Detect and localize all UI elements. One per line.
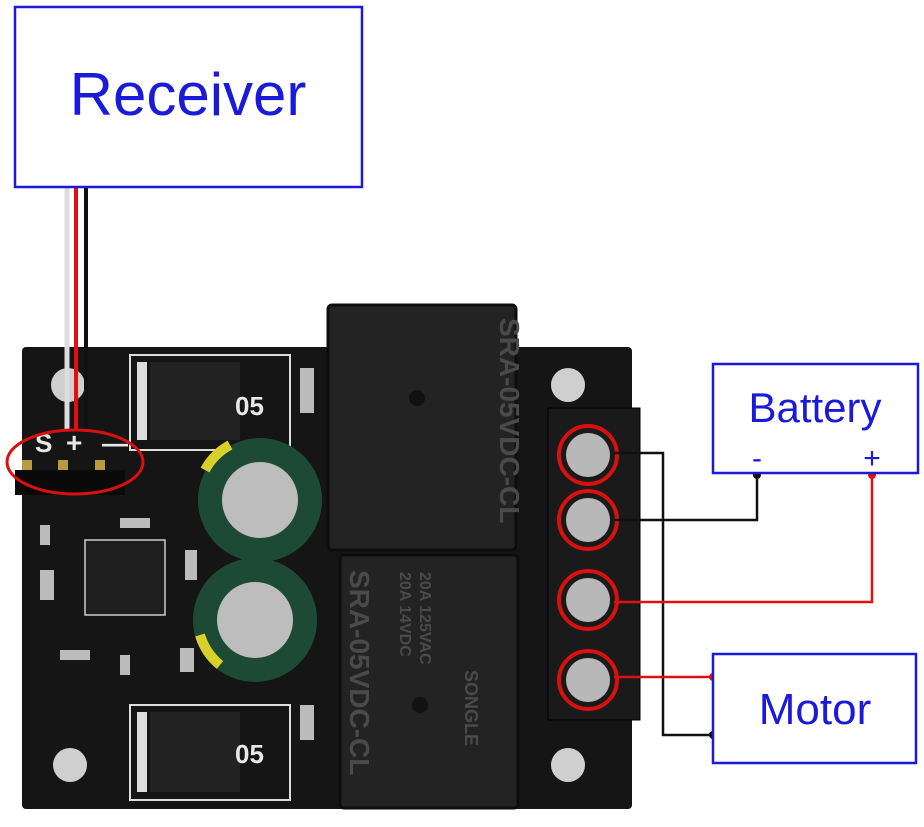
mounting-hole: [551, 368, 585, 402]
relay-rating-text: 20A 14VDC: [396, 572, 413, 657]
relay-model-text: SRA-05VDC-CL: [494, 318, 525, 523]
pin-label-plus: +: [66, 427, 82, 458]
relay-top: SRA-05VDC-CL: [326, 303, 525, 552]
smd-components: [40, 368, 314, 740]
battery-box: Battery - +: [711, 362, 920, 475]
battery-plus-label: +: [863, 442, 881, 475]
pin-header: S + —: [5, 427, 145, 496]
capacitor: [198, 438, 322, 562]
receiver-wires: [64, 187, 88, 430]
mounting-hole: [551, 748, 585, 782]
wire-red-battery: [614, 475, 874, 604]
mounting-hole: [53, 748, 87, 782]
motor-box: Motor: [711, 652, 918, 765]
pin-highlight: [5, 428, 145, 496]
battery-label: Battery: [748, 384, 881, 431]
wire-black-motor: [614, 451, 713, 737]
relay-brand-text: SONGLE: [461, 670, 481, 746]
relay-model-text: SRA-05VDC-CL: [344, 570, 375, 775]
relay-rating-text: 20A 125VAC: [416, 572, 433, 665]
receiver-label: Receiver: [70, 61, 307, 128]
wire-black-battery: [614, 475, 759, 522]
screw-terminals: [557, 424, 619, 711]
regulator-top: 05: [129, 354, 291, 451]
capacitor: [193, 558, 317, 682]
receiver-box: Receiver: [13, 5, 364, 189]
motor-label: Motor: [759, 685, 871, 734]
battery-minus-label: -: [752, 442, 762, 475]
regulator-label: 05: [235, 391, 264, 421]
regulator-bottom: 05: [129, 704, 291, 801]
relay-bottom: SRA-05VDC-CL 20A 14VDC 20A 125VAC SONGLE: [338, 553, 520, 810]
regulator-label: 05: [235, 739, 264, 769]
ic-chip: [84, 539, 166, 616]
